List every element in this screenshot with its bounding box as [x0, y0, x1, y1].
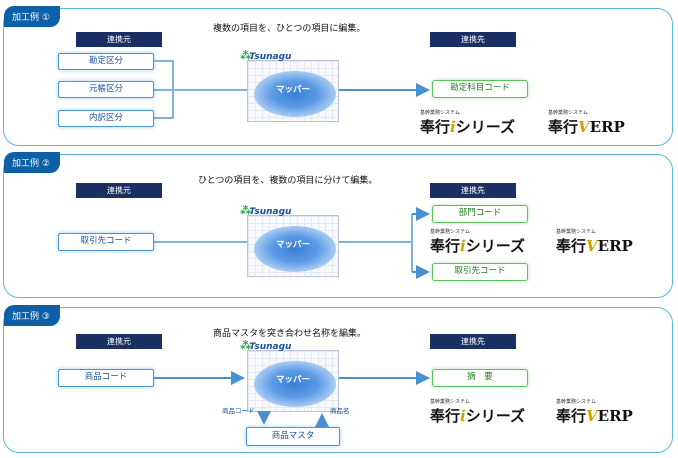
lookup-result-label: 商品名: [330, 407, 350, 415]
panel3-connectors: [154, 371, 430, 427]
bugyo-i-series-logo: 基幹業務システム 奉行iシリーズ: [430, 229, 525, 255]
mapper-glow: [254, 226, 336, 272]
panel1-connectors: [154, 60, 430, 119]
target-field-kanjo-kamoku-code: 勘定科目コード: [432, 80, 528, 98]
source-field-uchiwake-kubun: 内訳区分: [58, 110, 154, 127]
example-tag: 加工例 ①: [4, 6, 60, 27]
tsunagu-logo: ⁂Tsunagu: [240, 204, 292, 217]
master-table-shohin-master: 商品マスタ: [246, 427, 340, 446]
panel2-connectors: [154, 207, 430, 279]
source-field-motocho-kubun: 元帳区分: [58, 81, 154, 98]
source-header: 連携元: [76, 32, 162, 47]
mapper-label: マッパー: [275, 240, 310, 250]
source-field-kanjo-kubun: 勘定区分: [58, 53, 154, 70]
source-field-torihikisaki-code: 取引先コード: [58, 233, 154, 251]
target-field-bumon-code: 部門コード: [432, 205, 528, 223]
target-field-tekiyo: 摘 要: [432, 369, 528, 387]
mapper-label: マッパー: [275, 85, 310, 95]
example-tag: 加工例 ②: [4, 152, 60, 173]
mapper-box: ⁂Tsunagu マッパー: [240, 49, 339, 122]
example-caption: 商品マスタを突き合わせ名称を編集。: [213, 329, 367, 339]
bugyo-i-series-logo: 基幹業務システム 奉行iシリーズ: [430, 399, 525, 425]
target-header: 連携先: [430, 32, 516, 47]
example-caption: 複数の項目を、ひとつの項目に編集。: [213, 24, 366, 34]
lookup-key-label: 商品コード: [222, 407, 255, 415]
target-field-torihikisaki-code: 取引先コード: [432, 263, 528, 281]
mapper-glow: [254, 71, 336, 117]
bugyo-i-series-logo: 基幹業務システム 奉行iシリーズ: [420, 110, 515, 136]
bugyo-v-erp-logo: 基幹業務システム 奉行VERP: [548, 110, 625, 136]
source-header: 連携元: [76, 183, 162, 198]
merge-line: [154, 60, 247, 119]
tsunagu-logo: ⁂Tsunagu: [240, 339, 292, 352]
example-tag: 加工例 ③: [4, 305, 60, 326]
mapper-box: ⁂Tsunagu マッパー: [240, 339, 339, 412]
mapper-box: ⁂Tsunagu マッパー: [240, 204, 339, 277]
mapper-glow: [254, 361, 336, 407]
mapper-label: マッパー: [275, 375, 310, 385]
tsunagu-logo: ⁂Tsunagu: [240, 49, 292, 62]
example-caption: ひとつの項目を、複数の項目に分けて編集。: [198, 176, 378, 186]
source-field-shohin-code: 商品コード: [58, 369, 154, 387]
bugyo-v-erp-logo: 基幹業務システム 奉行VERP: [556, 399, 633, 425]
target-header: 連携先: [430, 183, 516, 198]
source-header: 連携元: [76, 334, 162, 349]
target-header: 連携先: [430, 334, 516, 349]
bugyo-v-erp-logo: 基幹業務システム 奉行VERP: [556, 229, 633, 255]
